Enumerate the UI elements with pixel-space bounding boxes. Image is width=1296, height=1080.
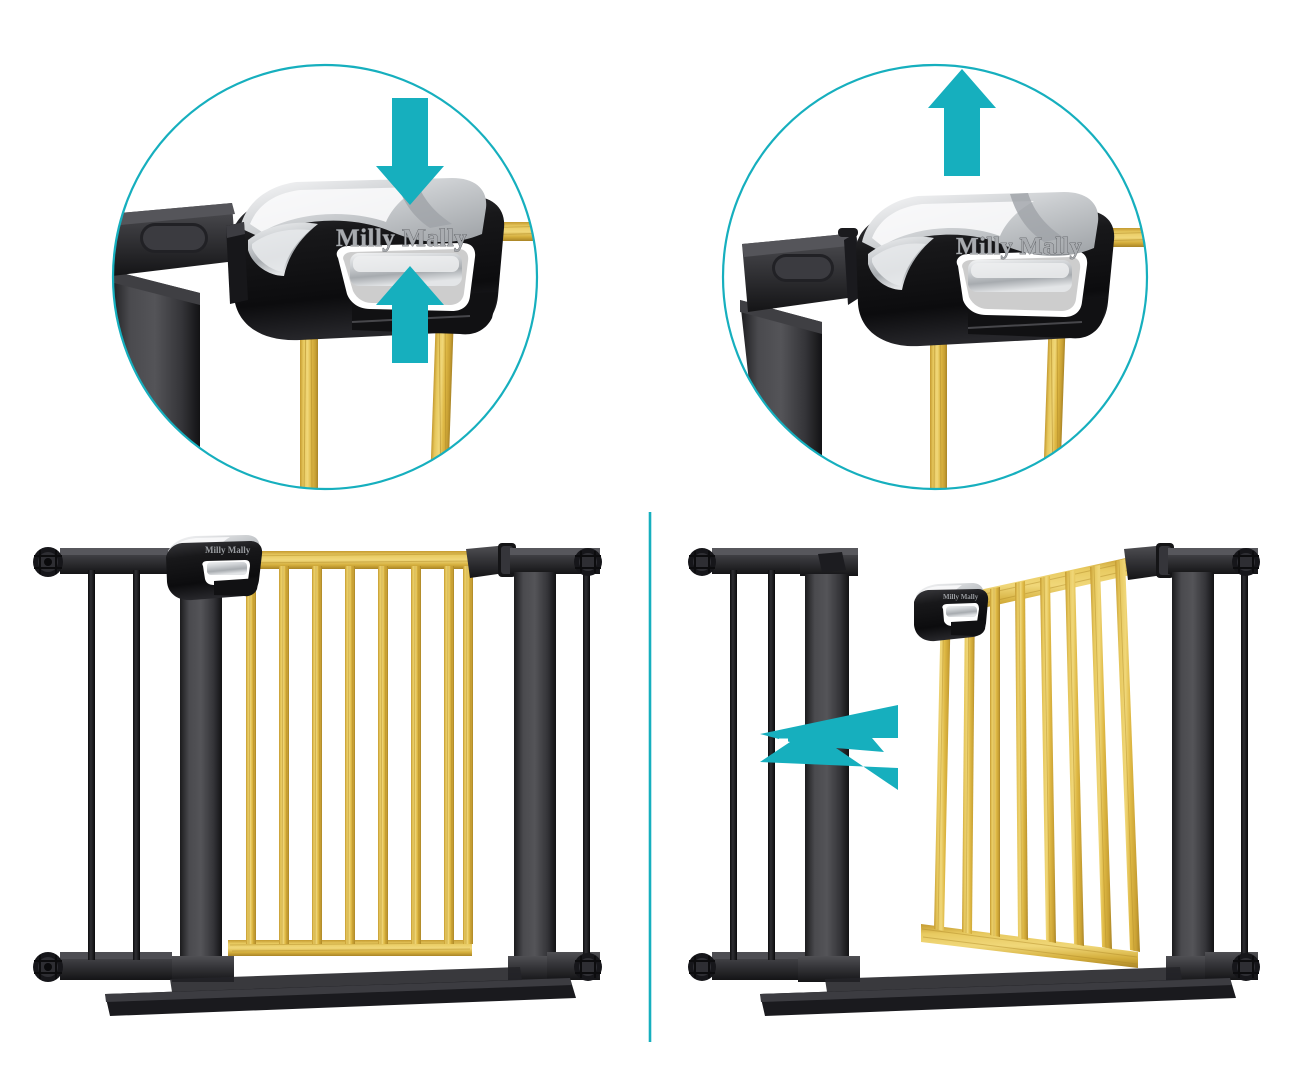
- wood-bottom-rail-open: [921, 924, 1138, 968]
- wall-knob-top-left-open[interactable]: [688, 548, 716, 576]
- gate-base-bar-closed: [105, 967, 576, 1016]
- open-direction-arrow: [760, 705, 898, 790]
- latch-chrome-cap-detail-left: [240, 178, 487, 276]
- up-arrow-detail-left: [376, 266, 444, 363]
- wall-knob-top-right-open[interactable]: [1232, 548, 1260, 576]
- extension-bar: [583, 570, 590, 960]
- gate-closed-view: Milly Mally: [33, 535, 602, 1016]
- detail-circle-outline-left: [111, 63, 539, 491]
- right-extension-panel-open: [1205, 548, 1260, 981]
- brand-text-gate-closed: Milly Mally: [205, 545, 251, 555]
- left-extension-panel: [33, 547, 172, 982]
- gate-right-post-open: [1124, 543, 1228, 982]
- gate-open-view: Milly Mally: [688, 543, 1260, 1016]
- latch-release-pin-detail-right: [838, 228, 858, 237]
- wall-knob-bottom-left-open[interactable]: [688, 953, 716, 981]
- brand-text-gate-open: Milly Mally: [943, 593, 979, 601]
- wall-knob-bottom-left[interactable]: [33, 952, 63, 982]
- wall-knob-bottom-right[interactable]: [574, 953, 602, 981]
- brand-text-detail-left: Milly Mally: [336, 225, 467, 252]
- wall-knob-bottom-right-open[interactable]: [1232, 953, 1260, 981]
- press-latch-artwork: Milly Mally: [113, 98, 537, 489]
- up-arrow-detail-right: [928, 69, 996, 176]
- extension-bar: [1241, 570, 1248, 960]
- gate-door-closed: [228, 551, 473, 956]
- wood-top-rail: [228, 551, 472, 569]
- wall-knob-top-left[interactable]: [33, 547, 63, 577]
- extension-bar: [88, 570, 95, 960]
- down-arrow-detail-left: [376, 98, 444, 205]
- gate-left-post-open: [798, 548, 860, 982]
- detail-circle-outline-right: [721, 63, 1149, 491]
- wood-bars-open: [934, 559, 1140, 952]
- brand-text-detail-right: Milly Mally: [956, 234, 1082, 260]
- extension-bar: [133, 570, 140, 960]
- extension-bar: [768, 570, 775, 960]
- gate-latch-closed[interactable]: Milly Mally: [166, 535, 263, 601]
- extension-bar: [730, 570, 737, 960]
- latch-hinge-pin-detail-left: [226, 222, 248, 304]
- gate-latch-open[interactable]: Milly Mally: [914, 583, 989, 642]
- wall-knob-top-right[interactable]: [574, 548, 602, 576]
- wood-bars-closed: [246, 565, 473, 945]
- gate-door-open: [921, 556, 1140, 968]
- latch-chrome-cap-detail-right: [862, 192, 1099, 290]
- gate-base-bar-open: [760, 967, 1236, 1016]
- wall-mount-block-detail-left: [113, 203, 236, 276]
- right-extension-panel: [547, 548, 602, 981]
- press-latch-detail-panel: Milly Mally: [111, 63, 539, 491]
